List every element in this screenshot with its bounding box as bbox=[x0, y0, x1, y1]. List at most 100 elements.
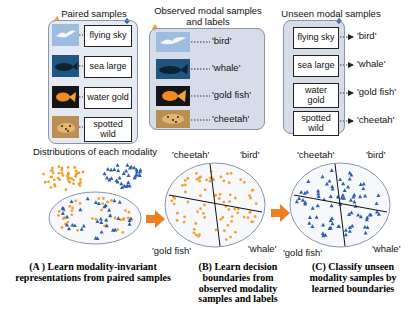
drawing-part bbox=[67, 130, 69, 132]
class-label: 'gold fish' bbox=[212, 90, 251, 100]
drawing-part bbox=[191, 42, 210, 43]
orange-sample bbox=[74, 199, 77, 202]
blue-sample bbox=[297, 196, 301, 200]
orange-sample bbox=[173, 197, 176, 200]
blue-sample bbox=[108, 214, 112, 218]
sample-panel: Paired samplesflying skysea largewater g… bbox=[48, 20, 138, 144]
blue-sample bbox=[344, 233, 348, 237]
drawing-part bbox=[340, 65, 353, 66]
attribute-box: flying sky bbox=[84, 25, 132, 47]
blue-sample bbox=[349, 173, 353, 177]
orange-sample bbox=[220, 176, 223, 179]
blue-sample bbox=[107, 208, 111, 212]
leader-lines bbox=[191, 42, 210, 120]
blue-sample bbox=[369, 213, 373, 217]
drawing-part bbox=[61, 125, 63, 127]
blue-sample bbox=[80, 227, 84, 231]
blue-sample bbox=[295, 200, 299, 204]
blue-sample bbox=[116, 216, 120, 220]
blue-sample bbox=[99, 220, 103, 224]
blue-sample bbox=[99, 217, 103, 221]
orange-sample bbox=[49, 176, 52, 179]
class-label: 'cheetah' bbox=[357, 115, 394, 125]
photo-bird bbox=[52, 24, 79, 46]
orange-sample bbox=[110, 199, 113, 202]
panel-ground bbox=[149, 28, 265, 130]
blue-sample bbox=[348, 229, 352, 233]
attribute-box: spotted wild bbox=[84, 117, 132, 142]
orange-sample bbox=[76, 229, 79, 232]
blue-sample bbox=[112, 167, 116, 171]
orange-sample bbox=[203, 216, 206, 219]
drawing-part bbox=[52, 55, 79, 77]
orange-sample bbox=[186, 177, 189, 180]
embedding-oval bbox=[49, 192, 141, 244]
orange-sample bbox=[75, 170, 78, 173]
attribute-text: flying sky bbox=[89, 31, 126, 40]
orange-sample bbox=[239, 178, 242, 181]
blue-sample bbox=[350, 211, 354, 215]
blue-sample bbox=[321, 175, 325, 179]
drawing-part bbox=[340, 37, 353, 38]
orange-sample bbox=[71, 209, 74, 212]
blue-sample bbox=[321, 231, 325, 235]
orange-sample bbox=[170, 199, 173, 202]
blue-sample bbox=[346, 185, 350, 189]
orange-sample bbox=[222, 180, 225, 183]
orange-sample bbox=[50, 169, 53, 172]
blue-sample bbox=[341, 182, 345, 186]
drawing-part bbox=[191, 96, 210, 97]
orange-sample bbox=[67, 166, 70, 169]
orange-sample bbox=[194, 222, 197, 225]
blue-sample bbox=[375, 201, 379, 205]
class-label: 'cheetah' bbox=[212, 114, 249, 124]
blue-sample bbox=[311, 206, 315, 210]
orange-sample bbox=[221, 216, 224, 219]
orange-sample bbox=[229, 193, 232, 196]
orange-sample bbox=[198, 180, 201, 183]
drawing-part bbox=[156, 86, 190, 106]
orange-sample bbox=[250, 220, 253, 223]
blue-sample bbox=[65, 215, 69, 219]
blue-sample bbox=[129, 217, 133, 221]
drawing-part bbox=[191, 120, 210, 121]
panel-heading: Unseen modal samples bbox=[276, 9, 386, 19]
blue-sample bbox=[124, 184, 128, 188]
orange-sample bbox=[183, 221, 186, 224]
blue-sample bbox=[328, 179, 332, 183]
photo-whale bbox=[156, 59, 190, 79]
blue-sample bbox=[328, 226, 332, 230]
blue-sample bbox=[120, 185, 124, 189]
orange-sample bbox=[75, 173, 78, 176]
blue-sample bbox=[138, 170, 142, 174]
orange-sample bbox=[202, 212, 205, 215]
orange-sample bbox=[219, 193, 222, 196]
blue-sample bbox=[97, 201, 101, 205]
region-label: 'cheetah' bbox=[172, 150, 209, 160]
orange-sample bbox=[183, 215, 186, 218]
drawing-part bbox=[72, 62, 78, 70]
region-label: 'whale' bbox=[372, 244, 400, 254]
blue-sample bbox=[303, 191, 307, 195]
orange-sample bbox=[193, 228, 196, 231]
region-label: 'cheetah' bbox=[297, 150, 334, 160]
attribute-text: spotted wild bbox=[296, 114, 336, 133]
orange-sample bbox=[230, 172, 233, 175]
orange-sample bbox=[176, 219, 179, 222]
blue-sample bbox=[62, 207, 66, 211]
class-label: 'bird' bbox=[212, 36, 231, 46]
blue-sample bbox=[348, 177, 352, 181]
blue-sample bbox=[61, 206, 65, 210]
step-caption: (C) Classify unseen modality samples by … bbox=[294, 262, 412, 294]
drawing-part bbox=[69, 125, 71, 127]
panel-heading: Paired samples bbox=[39, 9, 149, 19]
drawing-part bbox=[180, 64, 188, 74]
orange-sample bbox=[196, 210, 199, 213]
drawing-part bbox=[79, 97, 83, 98]
orange-sample bbox=[53, 183, 56, 186]
orange-sample bbox=[51, 169, 54, 172]
blue-sample bbox=[361, 186, 365, 190]
orange-sample bbox=[114, 217, 117, 220]
distribution-note: Distributions of each modality bbox=[30, 147, 160, 157]
orange-sample bbox=[47, 180, 50, 183]
